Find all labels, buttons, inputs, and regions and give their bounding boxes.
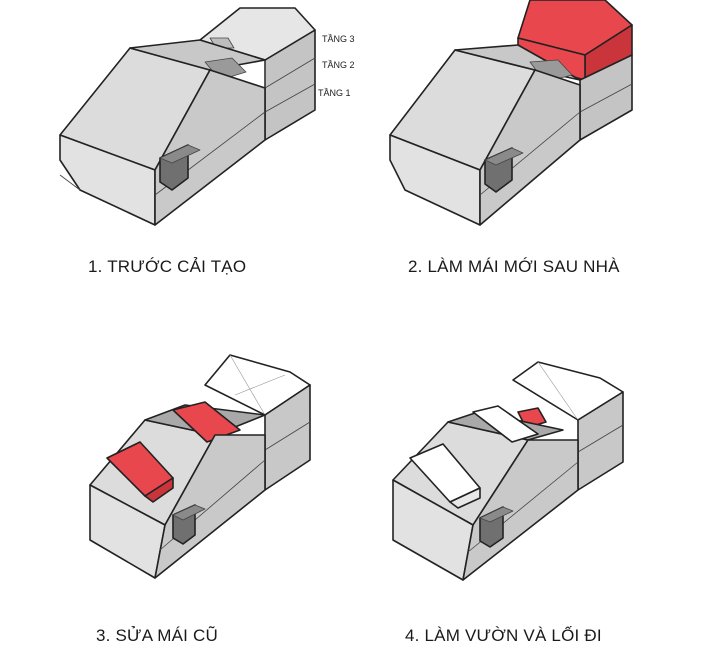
panel-1-house-before: TẦNG 3 TẦNG 2 TẦNG 1 (59, 7, 355, 226)
panel-4-caption: 4. LÀM VƯỜN VÀ LỐI ĐI (405, 626, 602, 645)
panel-2-caption: 2. LÀM MÁI MỚI SAU NHÀ (408, 257, 620, 276)
panel-3-house-repaired-roof (89, 354, 311, 579)
repaired-roof-red-top (172, 401, 241, 443)
floor-label-3: TẦNG 3 (322, 34, 355, 44)
panel-2-house-new-rear-roof (389, 0, 633, 226)
side-wall (154, 69, 266, 226)
floor-label-2: TẦNG 2 (322, 60, 355, 70)
rear-block-top-white (204, 354, 311, 416)
front-wall (389, 134, 481, 226)
panel-1-caption: 1. TRƯỚC CẢI TẠO (88, 257, 247, 276)
floor-label-1: TẦNG 1 (318, 88, 351, 98)
panel-4-house-garden-path (392, 361, 624, 581)
rear-block-top-white (512, 361, 624, 421)
front-wall (59, 134, 156, 226)
garden-white-top (472, 405, 539, 443)
panel-3-caption: 3. SỬA MÁI CŨ (96, 626, 218, 645)
